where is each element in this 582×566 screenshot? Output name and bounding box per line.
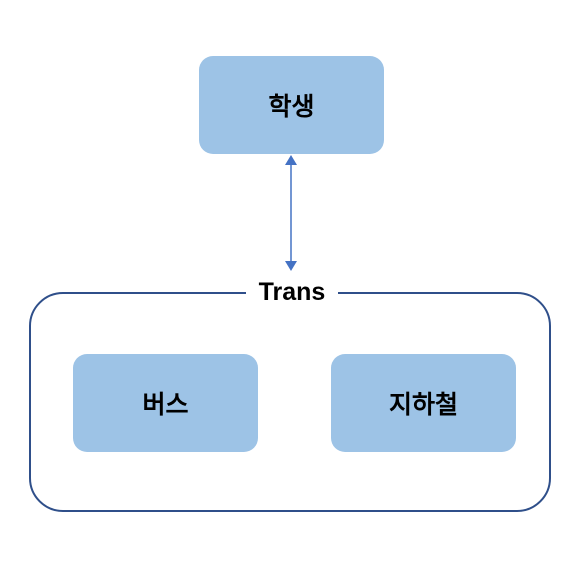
- trans-group-label: Trans: [246, 276, 338, 308]
- arrowhead-down-icon: [285, 261, 297, 271]
- bus-node-label: 버스: [142, 390, 189, 419]
- subway-node-label: 지하철: [388, 390, 458, 419]
- arrowhead-up-icon: [285, 155, 297, 165]
- subway-node: 지하철: [331, 354, 516, 452]
- student-node: 학생: [199, 56, 384, 154]
- bus-node: 버스: [73, 354, 258, 452]
- student-node-label: 학생: [268, 92, 315, 121]
